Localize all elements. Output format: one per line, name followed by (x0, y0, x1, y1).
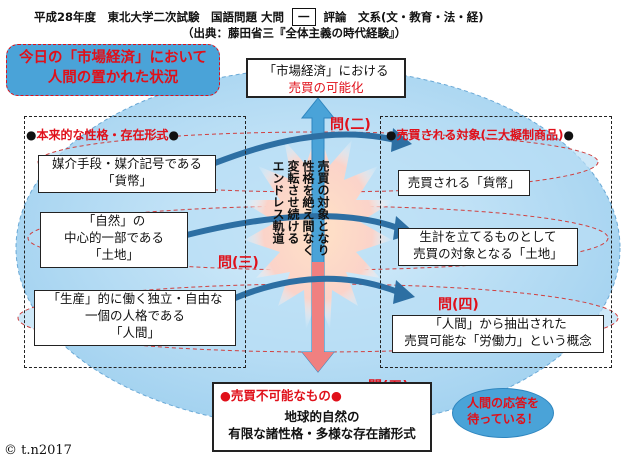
header-title-a: 平成28年度 東北大学二次試験 国語問題 大問 (34, 10, 285, 24)
left-item-land-line2: 中心的一部である (64, 229, 164, 245)
header-title-b: 評論 文系(文・教育・法・経) (323, 10, 484, 24)
left-item-land-line3: 「土地」 (88, 246, 139, 262)
bottom-box-label-text: 売買不可能なもの (230, 388, 331, 403)
left-item-human-line2: 一個の人格である (85, 307, 185, 323)
header-question-number: 一 (292, 8, 316, 26)
right-item-land-line1: 生計を立てるものとして (419, 229, 557, 244)
right-item-human: 「人間」から抽出された 売買可能な「労働力」という概念 (392, 315, 604, 353)
copyright: © t.n2017 (4, 443, 72, 458)
left-item-land: 「自然」の 中心的一部である 「土地」 (40, 212, 188, 268)
center-text-col4: エンドレス軌道 (271, 160, 285, 244)
left-item-land-line1: 「自然」の (82, 213, 146, 228)
right-item-land: 生計を立てるものとして 売買の対象となる「土地」 (398, 228, 578, 266)
left-item-human-line3: 「人間」 (109, 324, 160, 340)
title-callout: 今日の「市場経済」において人間の置かれた状況 (6, 44, 220, 96)
bottom-box-line1: 地球的自然の (284, 408, 360, 424)
question-4-label: 問(四) (438, 297, 479, 313)
vertical-arrow-lower (302, 262, 334, 372)
right-item-human-line1: 「人間」から抽出された (429, 316, 567, 331)
question-3-label: 問(三) (218, 255, 259, 271)
bottom-box: ●売買不可能なもの● 地球的自然の 有限な諸性格・多様な存在諸形式 (212, 382, 432, 452)
curve-arrow-1-head (391, 128, 412, 152)
top-box-line1: 「市場経済」における (263, 63, 389, 78)
bottom-box-label: ●売買不可能なもの● (220, 388, 342, 403)
center-text-col1: 売買の対象となり (316, 160, 330, 256)
left-item-money-line1: 媒介手段・媒介記号である (52, 156, 202, 171)
title-callout-text: 今日の「市場経済」において人間の置かれた状況 (18, 50, 208, 86)
curve-arrow-2 (174, 213, 400, 241)
left-panel-label-text: 本来的な性格・存在形式 (36, 128, 169, 142)
header-line1: 平成28年度 東北大学二次試験 国語問題 大問 一 評論 文系(文・教育・法・経… (34, 8, 484, 26)
center-text-col3: 変転させ続ける (286, 160, 300, 244)
right-item-money: 売買される「貨幣」 (398, 170, 530, 196)
top-box: 「市場経済」における 売買の可能化 (246, 58, 406, 98)
right-panel (380, 116, 612, 368)
bottom-box-line2: 有限な諸性格・多様な存在諸形式 (228, 425, 416, 441)
curve-arrow-3 (228, 275, 400, 303)
question-2-label: 問(二) (330, 117, 371, 133)
center-text: 売買の対象となり 性格を絶え間なく 変転させ続ける エンドレス軌道 (270, 160, 330, 300)
right-panel-label: ●売買される対象(三大擬制商品)● (386, 128, 574, 142)
left-item-human-line1: 「生産」的に働く独立・自由な (47, 291, 223, 306)
left-item-money: 媒介手段・媒介記号である 「貨幣」 (38, 155, 216, 193)
answer-callout-text: 人間の応答を待っている！ (466, 396, 539, 426)
header-source: （出典：藤田省三『全体主義の時代経験』） (182, 26, 407, 40)
right-panel-label-text: 売買される対象(三大擬制商品) (396, 128, 564, 142)
left-item-human: 「生産」的に働く独立・自由な 一個の人格である 「人間」 (34, 290, 236, 346)
right-item-human-line2: 売買可能な「労働力」という概念 (404, 332, 592, 348)
center-text-col2: 性格を絶え間なく (301, 160, 315, 256)
right-item-land-line2: 売買の対象となる「土地」 (413, 245, 563, 261)
left-item-money-line2: 「貨幣」 (101, 172, 152, 188)
top-box-line2: 売買の可能化 (288, 79, 364, 95)
right-item-money-line1: 売買される「貨幣」 (407, 175, 521, 190)
left-panel-label: ●本来的な性格・存在形式● (26, 128, 179, 142)
curve-arrow-1 (213, 131, 396, 166)
curve-arrow-3-head (393, 280, 415, 304)
left-panel (24, 116, 246, 368)
answer-callout: 人間の応答を待っている！ (452, 388, 554, 438)
